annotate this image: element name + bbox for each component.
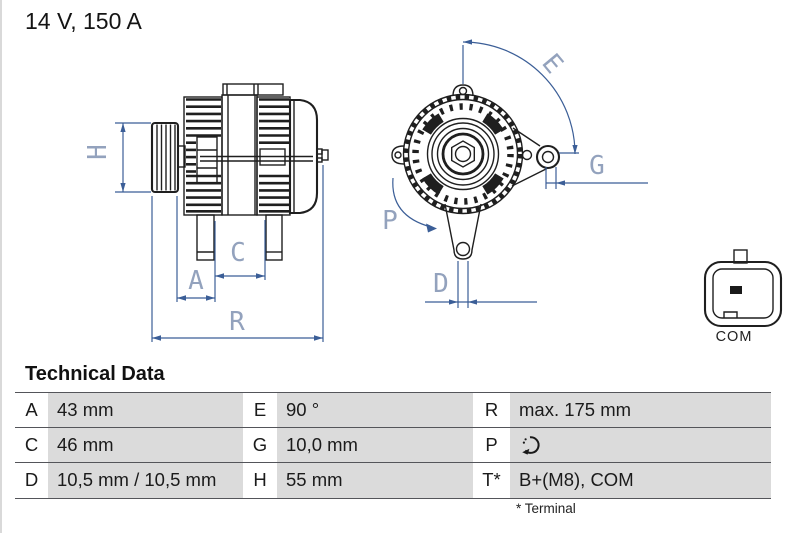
page-left-edge — [0, 0, 2, 533]
table-footnote: * Terminal — [516, 501, 576, 516]
value-cell-p — [510, 428, 771, 464]
dimension-r: R — [151, 165, 324, 342]
dim-label-r: R — [229, 307, 245, 337]
spec-label: 14 V, 150 A — [25, 8, 142, 34]
front-lug — [196, 136, 218, 184]
rear-lug — [259, 148, 286, 166]
rotation-direction-p: P — [382, 177, 437, 236]
top-bar — [222, 83, 284, 96]
value-cell-d: 10,5 mm / 10,5 mm — [48, 463, 243, 499]
table-title: Technical Data — [25, 363, 165, 385]
value-cell-a: 43 mm — [48, 393, 243, 429]
dimension-c: C — [215, 220, 266, 280]
dim-label-d: D — [433, 269, 449, 299]
shaft-nut — [451, 140, 475, 168]
dim-label-e: E — [535, 48, 568, 79]
connector-label: COM — [716, 329, 753, 345]
dim-label-g: G — [589, 151, 605, 181]
vent-slots — [412, 103, 514, 205]
claw-tabs — [422, 113, 504, 195]
key-cell-h: H — [243, 463, 277, 499]
dim-label-a: A — [188, 266, 204, 296]
top-lug — [452, 84, 474, 97]
value-cell-h: 55 mm — [277, 463, 473, 499]
connector-pin — [730, 286, 742, 294]
key-cell-d: D — [15, 463, 48, 499]
shaft-stub — [177, 145, 186, 168]
key-cell-r: R — [473, 393, 510, 429]
left-lug — [391, 145, 405, 165]
dim-label-p: P — [382, 206, 398, 236]
rear-housing — [256, 96, 291, 216]
technical-drawing: H A C R — [83, 39, 783, 345]
pulley — [150, 121, 180, 194]
value-cell-g: 10,0 mm — [277, 428, 473, 464]
dimension-a: A — [176, 196, 216, 302]
value-cell-c: 46 mm — [48, 428, 243, 464]
dim-label-c: C — [230, 238, 246, 268]
key-cell-p: P — [473, 428, 510, 464]
mounting-feet — [196, 214, 283, 261]
com-connector: COM — [703, 249, 783, 345]
dimension-d: D — [425, 261, 537, 308]
alternator-front-view: E G P D — [382, 39, 648, 308]
bottom-foot — [444, 203, 482, 260]
key-cell-t: T* — [473, 463, 510, 499]
b-plus-terminal — [316, 148, 329, 163]
counterclockwise-rotation-icon — [522, 436, 540, 455]
key-cell-a: A — [15, 393, 48, 429]
dimension-h: H — [83, 122, 151, 193]
value-cell-e: 90 ° — [277, 393, 473, 429]
dimension-g: G — [545, 151, 648, 189]
rear-cover — [288, 98, 329, 215]
technical-data-table: A 43 mm E 90 ° R max. 175 mm C 46 mm G 1… — [15, 392, 771, 499]
key-cell-g: G — [243, 428, 277, 464]
alternator-side-view: H A C R — [83, 83, 329, 342]
key-cell-c: C — [15, 428, 48, 464]
key-cell-e: E — [243, 393, 277, 429]
value-cell-r: max. 175 mm — [510, 393, 771, 429]
dim-label-h: H — [83, 144, 113, 160]
mounting-ear — [511, 127, 561, 187]
value-cell-t: B+(M8), COM — [510, 463, 771, 499]
